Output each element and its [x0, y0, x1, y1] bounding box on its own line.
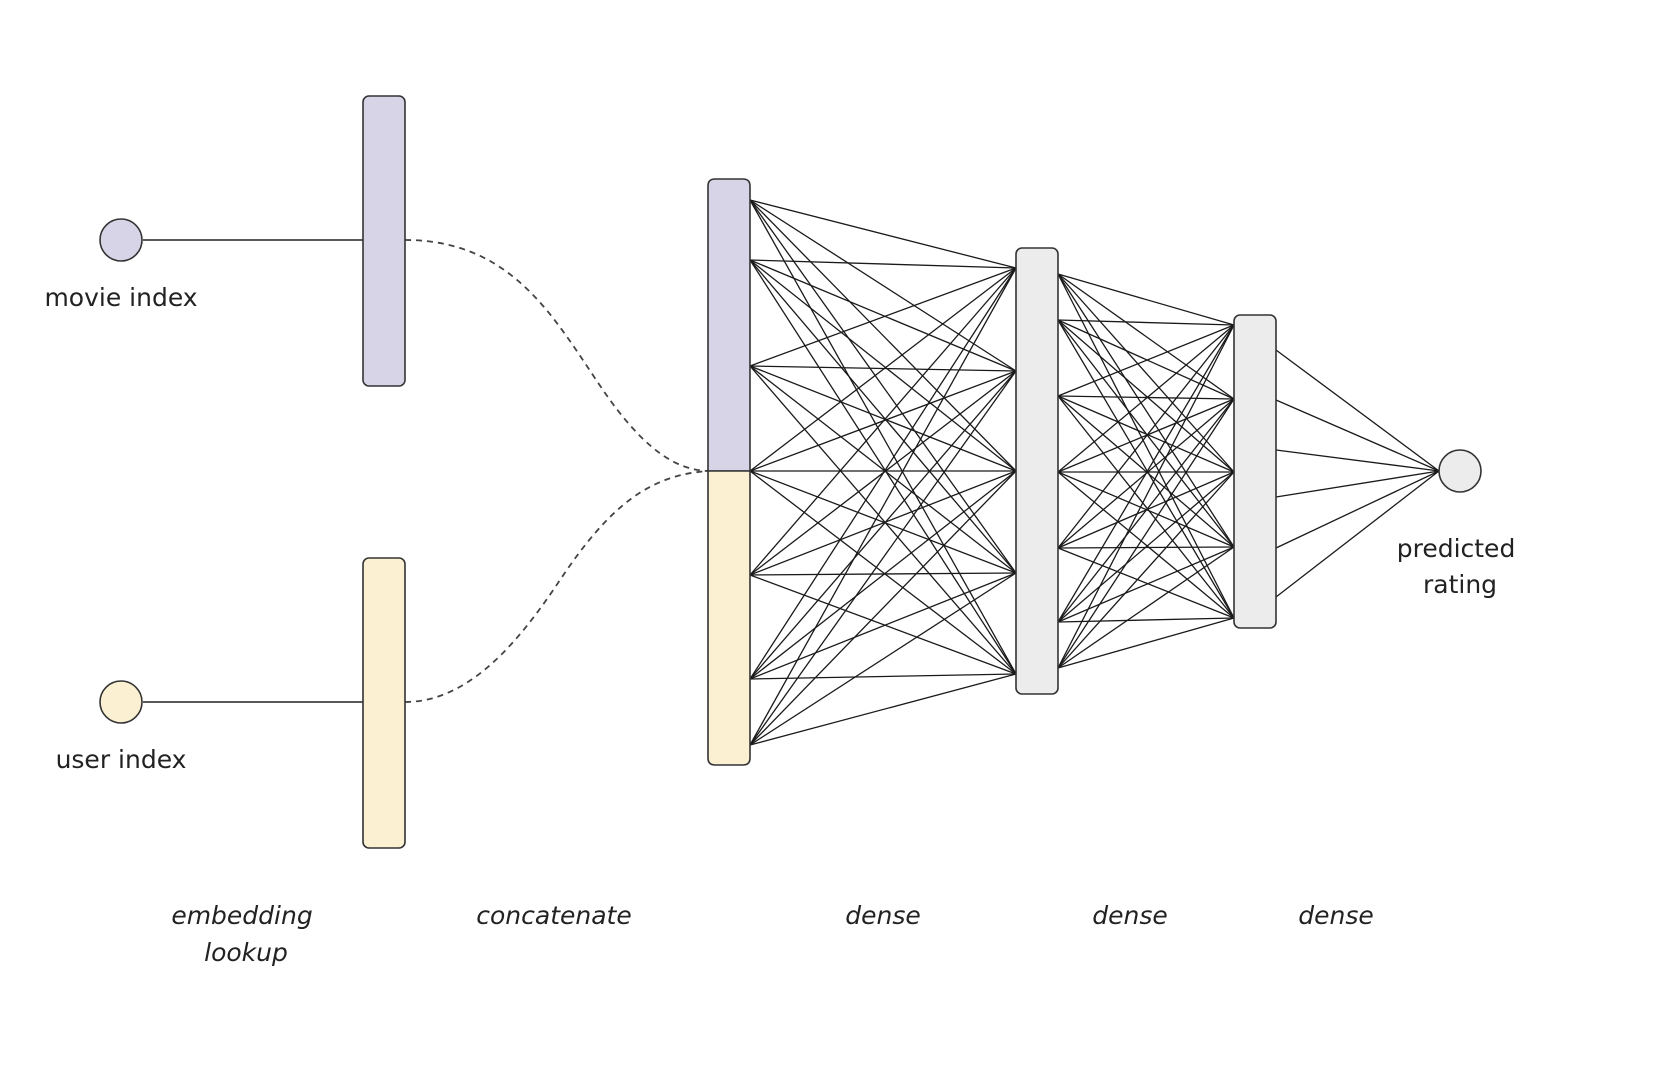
dense1-dense2-edge-1-1: [1057, 319, 1235, 400]
concat-dense1-edge-1-4: [749, 259, 1017, 675]
dense1-dense2-edge-2-2: [1057, 395, 1235, 473]
dense2-output-edge-5-0: [1275, 470, 1440, 598]
dense1-dense2-edge-5-2: [1057, 471, 1235, 623]
dense1-dense2-edge-5-0: [1057, 324, 1235, 623]
dense2-output-edge-0-0: [1275, 349, 1440, 472]
stage-label-embedding: embedding lookup: [171, 901, 320, 967]
movie-index-label: movie index: [44, 283, 197, 312]
concat-dense1-edge-6-3: [749, 572, 1017, 746]
concat-dense1-edge-0-3: [749, 199, 1017, 574]
predicted-rating-label-line-1: predicted: [1397, 534, 1516, 563]
concat-dense1-edge-1-2: [749, 259, 1017, 472]
dense1-dense2-edge-2-0: [1057, 324, 1235, 397]
edges-dense1-to-dense2: [1057, 273, 1235, 669]
user-embedding-to-concat-curve: [404, 470, 709, 703]
stage-label-concatenate: concatenate: [476, 901, 631, 930]
dense1-dense2-edge-1-0: [1057, 319, 1235, 326]
concat-dense1-edge-5-2: [749, 470, 1017, 680]
stage-label-dense-2: dense: [1092, 901, 1168, 930]
concat-dense1-edge-3-0: [749, 267, 1017, 472]
dense1-dense2-edge-6-1: [1057, 398, 1235, 669]
concat-dense1-edge-6-2: [749, 470, 1017, 746]
dense1-dense2-edge-5-1: [1057, 398, 1235, 623]
concat-dense1-edge-4-4: [749, 574, 1017, 675]
concat-dense1-edge-2-4: [749, 365, 1017, 675]
stage-label-embedding-line-1: embedding: [171, 901, 312, 930]
dense1-dense2-edge-4-4: [1057, 547, 1235, 619]
dense1-dense2-edge-6-4: [1057, 617, 1235, 669]
dense1-dense2-edge-0-2: [1057, 273, 1235, 473]
concat-dense1-edge-2-1: [749, 365, 1017, 372]
dense-layer-2: [1233, 314, 1277, 629]
movie-index-node: [99, 218, 143, 262]
concat-dense1-edge-2-0: [749, 267, 1017, 367]
dense1-dense2-edge-0-1: [1057, 273, 1235, 400]
dense1-dense2-edge-2-1: [1057, 395, 1235, 400]
concat-dense1-edge-1-1: [749, 259, 1017, 372]
dense1-dense2-edge-2-4: [1057, 395, 1235, 619]
user-embedding-vector: [362, 557, 406, 849]
concat-dense1-edge-4-3: [749, 572, 1017, 576]
concat-dense1-edge-5-0: [749, 267, 1017, 680]
concat-dense1-edge-4-0: [749, 267, 1017, 576]
dense1-dense2-edge-3-0: [1057, 324, 1235, 473]
concat-dense1-edge-0-4: [749, 199, 1017, 675]
concat-dense1-edge-5-3: [749, 572, 1017, 680]
concat-dense1-edge-2-3: [749, 365, 1017, 574]
stage-label-dense-3: dense: [1298, 901, 1374, 930]
dense1-dense2-edge-1-2: [1057, 319, 1235, 473]
concat-dense1-edge-1-3: [749, 259, 1017, 574]
concat-dense1-edge-2-2: [749, 365, 1017, 472]
dense-layer-1: [1015, 247, 1059, 695]
dense1-dense2-edge-6-3: [1057, 546, 1235, 669]
dense1-dense2-edge-3-4: [1057, 471, 1235, 619]
predicted-rating-label: predicted rating: [1397, 534, 1524, 599]
dense2-output-edge-4-0: [1275, 470, 1440, 549]
dense1-dense2-edge-4-0: [1057, 324, 1235, 549]
user-index-node: [99, 680, 143, 724]
dense1-dense2-edge-6-2: [1057, 471, 1235, 669]
dense2-output-edge-3-0: [1275, 470, 1440, 498]
concatenate-layer: [707, 178, 751, 766]
edges-dense2-to-output: [1275, 349, 1440, 598]
concat-dense1-edge-5-4: [749, 673, 1017, 680]
dense1-dense2-edge-6-0: [1057, 324, 1235, 669]
edges-concat-to-dense1: [749, 199, 1017, 746]
concat-user-segment: [707, 470, 751, 766]
concat-dense1-edge-1-0: [749, 259, 1017, 269]
concat-dense1-edge-6-4: [749, 673, 1017, 746]
concat-dense1-edge-4-2: [749, 470, 1017, 576]
concat-dense1-edge-5-1: [749, 370, 1017, 680]
predicted-rating-label-line-2: rating: [1423, 570, 1497, 599]
concat-dense1-edge-0-1: [749, 199, 1017, 372]
dense2-output-edge-2-0: [1275, 449, 1440, 472]
movie-embedding-vector: [362, 95, 406, 387]
dense1-dense2-edge-1-4: [1057, 319, 1235, 619]
concat-dense1-edge-0-0: [749, 199, 1017, 269]
concat-dense1-edge-6-0: [749, 267, 1017, 746]
concat-dense1-edge-3-4: [749, 470, 1017, 675]
movie-embedding-to-concat-curve: [404, 239, 709, 472]
predicted-rating-node: [1438, 449, 1482, 493]
dense2-output-edge-1-0: [1275, 399, 1440, 472]
concat-movie-segment: [707, 178, 751, 472]
dense1-dense2-edge-0-0: [1057, 273, 1235, 326]
concat-dense1-edge-0-2: [749, 199, 1017, 472]
dense1-dense2-edge-5-4: [1057, 617, 1235, 623]
stage-label-embedding-line-2: lookup: [204, 938, 288, 967]
dense1-dense2-edge-0-3: [1057, 273, 1235, 548]
concat-dense1-edge-6-1: [749, 370, 1017, 746]
user-index-label: user index: [56, 745, 187, 774]
concat-dense1-edge-3-3: [749, 470, 1017, 574]
stage-label-dense-1: dense: [845, 901, 921, 930]
dense1-dense2-edge-0-4: [1057, 273, 1235, 619]
